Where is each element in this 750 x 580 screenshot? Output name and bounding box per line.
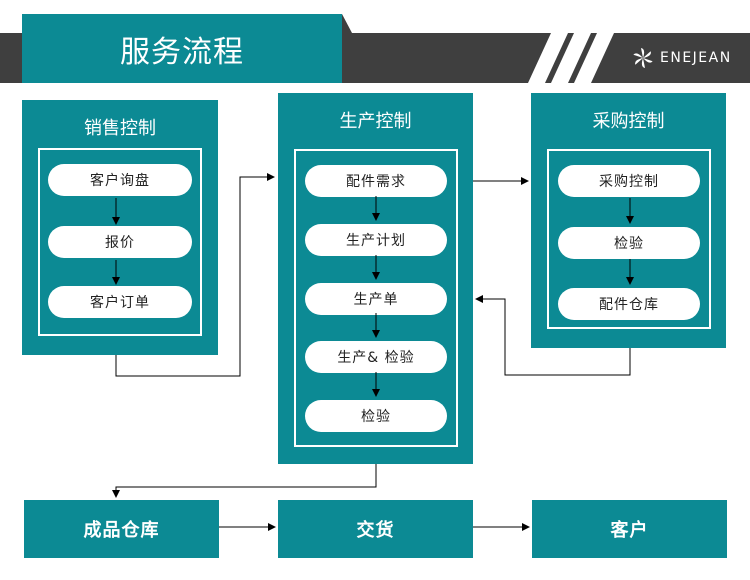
- sales-control-title: 销售控制: [84, 118, 156, 139]
- page-title: 服务流程: [22, 14, 342, 83]
- step-customer-order: 客户订单: [48, 286, 192, 318]
- arrow-sales-to-production: [115, 173, 275, 377]
- brand-name: ENEJEAN: [660, 50, 732, 66]
- customer-box: 客户: [532, 500, 727, 558]
- pinwheel-icon: [633, 48, 653, 68]
- purchase-steps-frame: 采购控制 检验 配件仓库: [547, 149, 711, 329]
- arrow-production-to-warehouse: [112, 464, 377, 498]
- finished-goods-warehouse-box: 成品仓库: [24, 500, 219, 558]
- step-production-order: 生产单: [305, 283, 447, 315]
- delivery-box: 交货: [278, 500, 473, 558]
- step-parts-demand: 配件需求: [305, 165, 447, 197]
- step-production-inspection: 生产& 检验: [305, 341, 447, 373]
- production-control-title: 生产控制: [339, 111, 412, 132]
- sales-steps-frame: 客户询盘 报价 客户订单: [38, 148, 202, 336]
- step-purchase-control: 采购控制: [558, 165, 700, 197]
- step-customer-inquiry: 客户询盘: [48, 164, 192, 196]
- sales-control-panel: 销售控制 客户询盘 报价 客户订单: [22, 100, 218, 355]
- step-production-plan: 生产计划: [305, 224, 447, 256]
- brand-logo: ENEJEAN: [632, 44, 732, 72]
- arrow-purchase-to-production: [475, 295, 631, 376]
- purchase-control-title: 采购控制: [592, 111, 665, 132]
- step-inspection: 检验: [305, 400, 447, 432]
- production-steps-frame: 配件需求 生产计划 生产单 生产& 检验 检验: [294, 149, 458, 447]
- step-parts-warehouse: 配件仓库: [558, 288, 700, 320]
- step-purchase-inspection: 检验: [558, 227, 700, 259]
- step-quotation: 报价: [48, 226, 192, 258]
